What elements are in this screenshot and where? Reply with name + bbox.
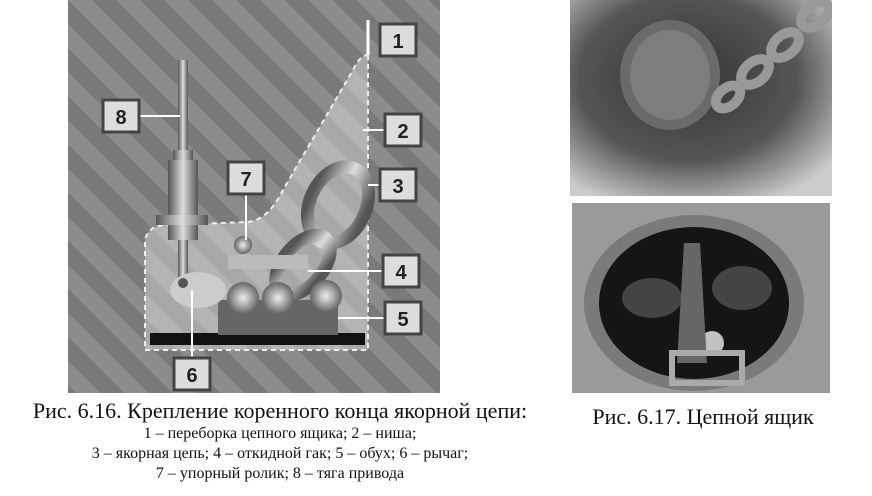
- svg-text:1: 1: [392, 31, 403, 53]
- svg-text:4: 4: [395, 262, 407, 284]
- label-4: 4: [308, 253, 421, 289]
- label-3: 3: [368, 167, 418, 203]
- hook: [228, 255, 308, 269]
- chain-locker-hatch-photo: [572, 203, 830, 393]
- label-6: 6: [172, 290, 212, 392]
- label-2: 2: [363, 112, 423, 148]
- label-5: 5: [338, 300, 423, 336]
- svg-text:7: 7: [240, 169, 251, 191]
- base-plate: [150, 333, 365, 345]
- chain: [710, 0, 832, 114]
- caption-line: 3 – якорная цепь; 4 – откидной гак; 5 – …: [91, 445, 469, 462]
- figure-6-17-caption: Рис. 6.17. Цепной ящик: [592, 404, 814, 429]
- chain-locker-interior-photo: [570, 0, 832, 196]
- caption-line: 7 – упорный ролик; 8 – тяга привода: [155, 465, 405, 482]
- label-8: 8: [101, 98, 180, 134]
- label-7: 7: [226, 160, 266, 240]
- caption-line: 1 – переборка цепного ящика; 2 – ниша;: [143, 425, 417, 442]
- svg-text:8: 8: [115, 107, 126, 129]
- figure-6-16-caption: Рис. 6.16. Крепление коренного конца яко…: [0, 398, 560, 484]
- svg-text:5: 5: [397, 309, 408, 331]
- chain-root-end-fastening-diagram: 1 2 3 4 5 6 7 8: [68, 0, 440, 393]
- label-1: 1: [378, 22, 418, 58]
- thrust-roller: [234, 236, 252, 254]
- caption-title: Рис. 6.16. Крепление коренного конца яко…: [32, 398, 528, 423]
- svg-text:2: 2: [397, 121, 408, 143]
- svg-text:3: 3: [392, 176, 403, 198]
- svg-text:6: 6: [186, 365, 197, 387]
- lever: [170, 272, 226, 308]
